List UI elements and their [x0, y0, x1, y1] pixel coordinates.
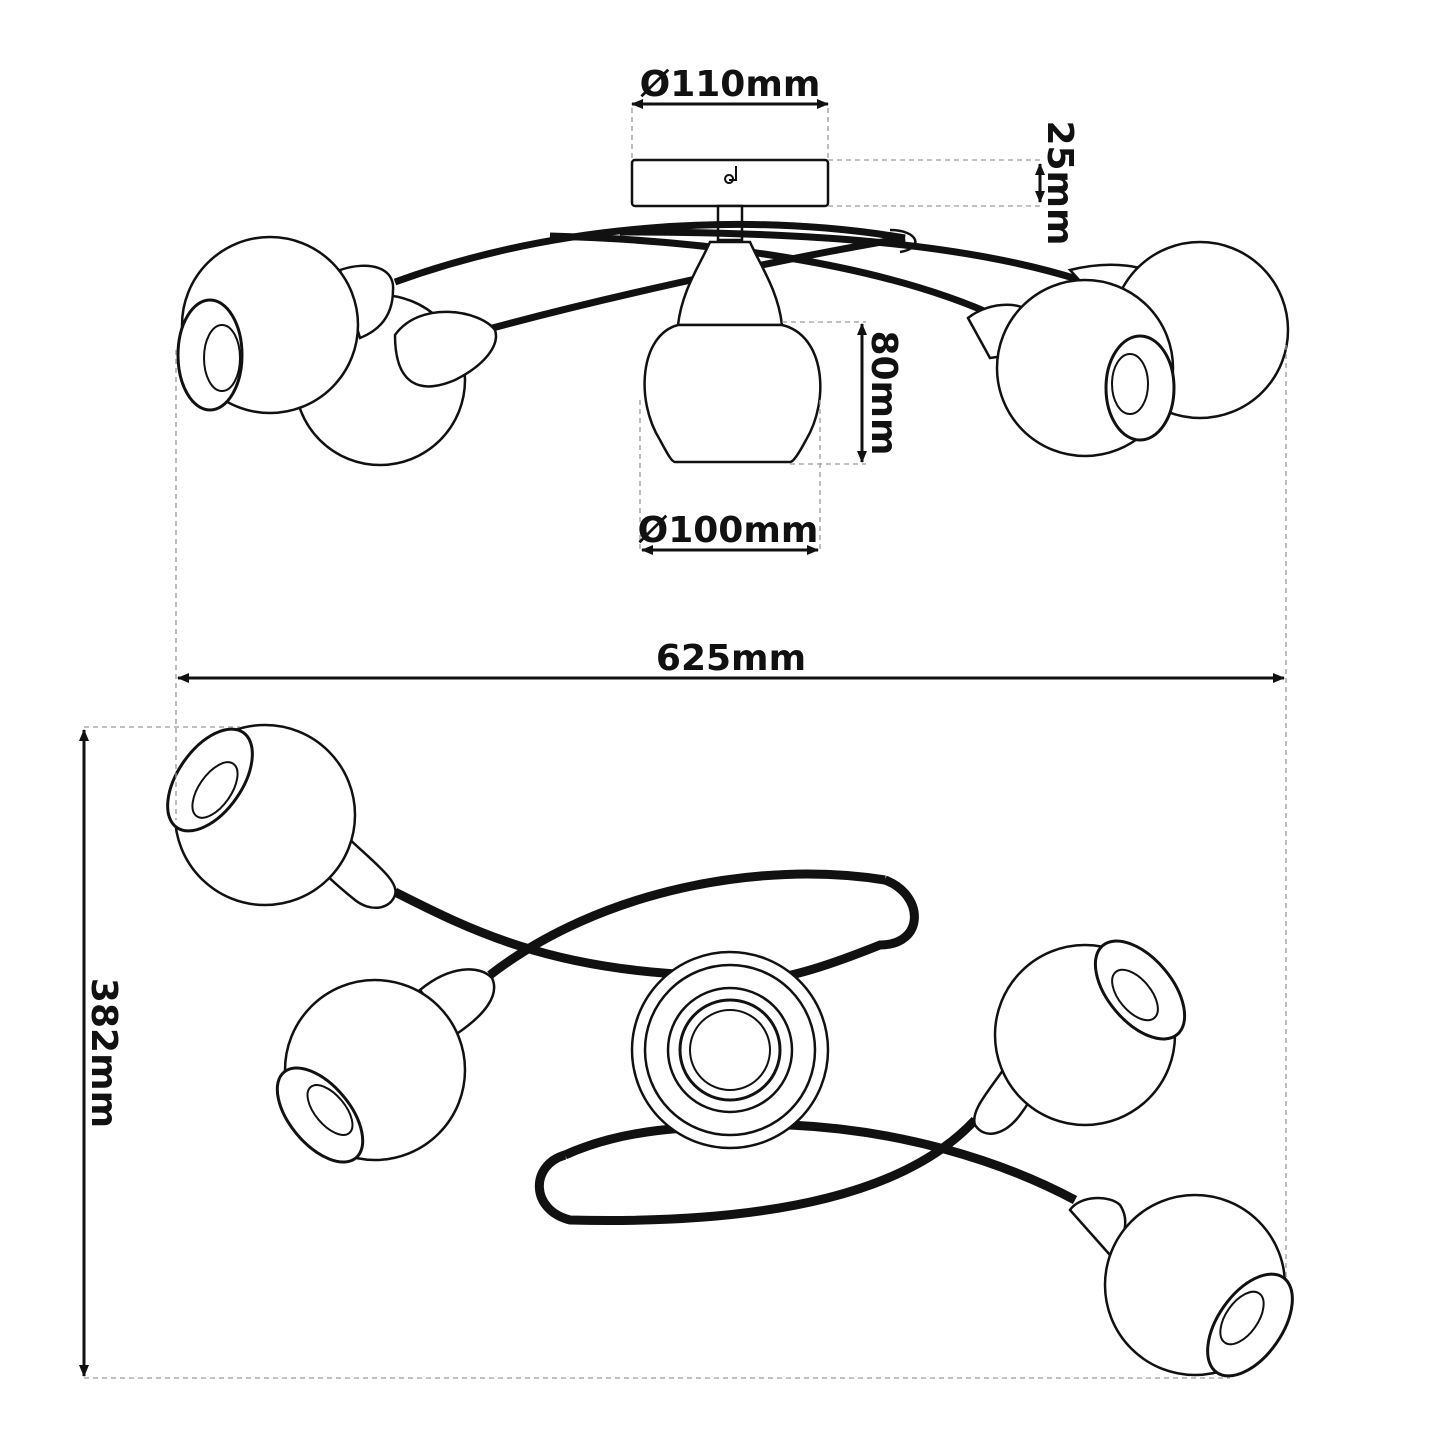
overall-depth-label: 382mm — [83, 978, 124, 1128]
extension-lines — [84, 108, 1287, 1379]
top-globe-3 — [972, 939, 1187, 1135]
shade-height-label: 80mm — [863, 330, 904, 455]
canopy-screw-icon — [724, 166, 737, 184]
dimension-arrows — [79, 99, 1285, 1377]
overall-width-label: 625mm — [656, 638, 806, 679]
side-view — [176, 158, 1290, 467]
top-globe-1 — [166, 723, 397, 909]
top-globe-2 — [275, 968, 496, 1164]
shade-diameter-label: Ø100mm — [638, 510, 819, 551]
top-globe-4 — [1068, 1193, 1294, 1378]
canopy-height-label: 25mm — [1039, 120, 1080, 245]
side-center-shade — [643, 240, 822, 464]
dimension-labels: Ø110mm 25mm 80mm Ø100mm 625mm 382mm — [83, 64, 1080, 1128]
top-view — [166, 723, 1294, 1378]
side-globe-right-front — [966, 278, 1176, 458]
top-center-hub — [630, 950, 830, 1150]
canopy-diameter-label: Ø110mm — [640, 64, 821, 105]
side-globe-left-front — [176, 235, 395, 415]
